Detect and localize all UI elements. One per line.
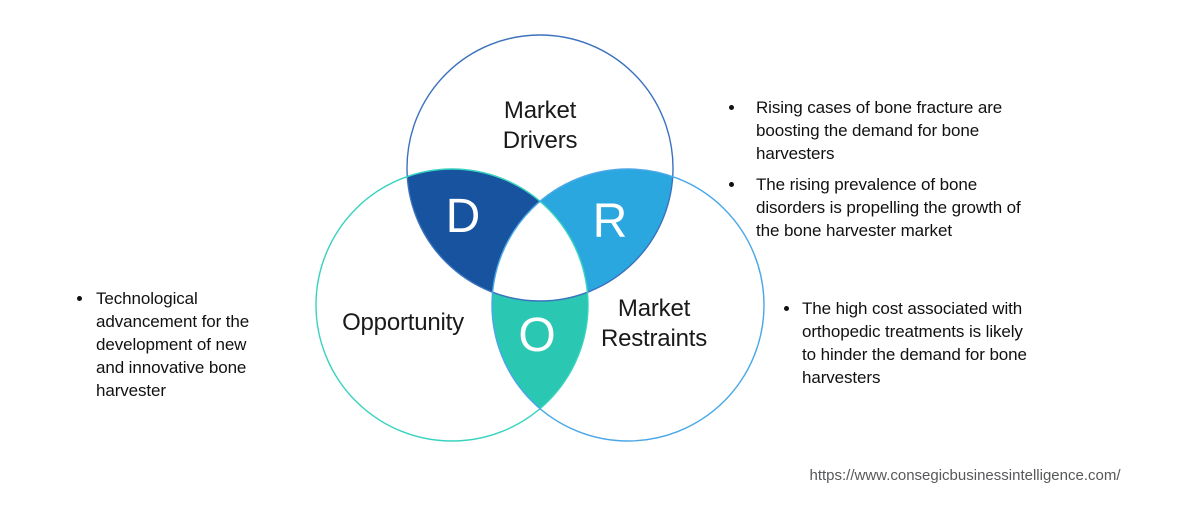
market-drivers-label: Market Drivers xyxy=(502,97,578,154)
source-url: https://www.consegicbusinessintelligence… xyxy=(809,467,1121,484)
opportunity-circle-outline xyxy=(315,168,589,442)
opportunity-note: Technological advancement for the develo… xyxy=(77,287,296,402)
drivers-letter: D xyxy=(445,190,481,243)
driver-note-1-text: Rising cases of bone fracture are boosti… xyxy=(756,98,1003,163)
opportunity-letter: O xyxy=(518,309,556,362)
opportunity-note-text: Technological advancement for the develo… xyxy=(96,289,250,400)
market-restraints-label: Market Restraints xyxy=(600,295,708,352)
bullet-dot-icon xyxy=(729,182,734,187)
bullet-dot-icon xyxy=(784,306,789,311)
restraints-circle-outline xyxy=(491,168,765,442)
restraint-note: The high cost associated with orthopedic… xyxy=(784,297,1082,389)
opportunity-label: Opportunity xyxy=(342,309,464,336)
restraint-note-text: The high cost associated with orthopedic… xyxy=(802,299,1027,387)
bullet-dot-icon xyxy=(729,105,734,110)
driver-note-2-text: The rising prevalence of bone disorders … xyxy=(756,175,1021,240)
bullet-dot-icon xyxy=(77,296,82,301)
driver-note-2: The rising prevalence of bone disorders … xyxy=(729,173,1096,242)
driver-note-1: Rising cases of bone fracture are boosti… xyxy=(729,96,1096,165)
drivers-circle-outline xyxy=(406,34,674,302)
restraints-letter: R xyxy=(592,195,628,248)
